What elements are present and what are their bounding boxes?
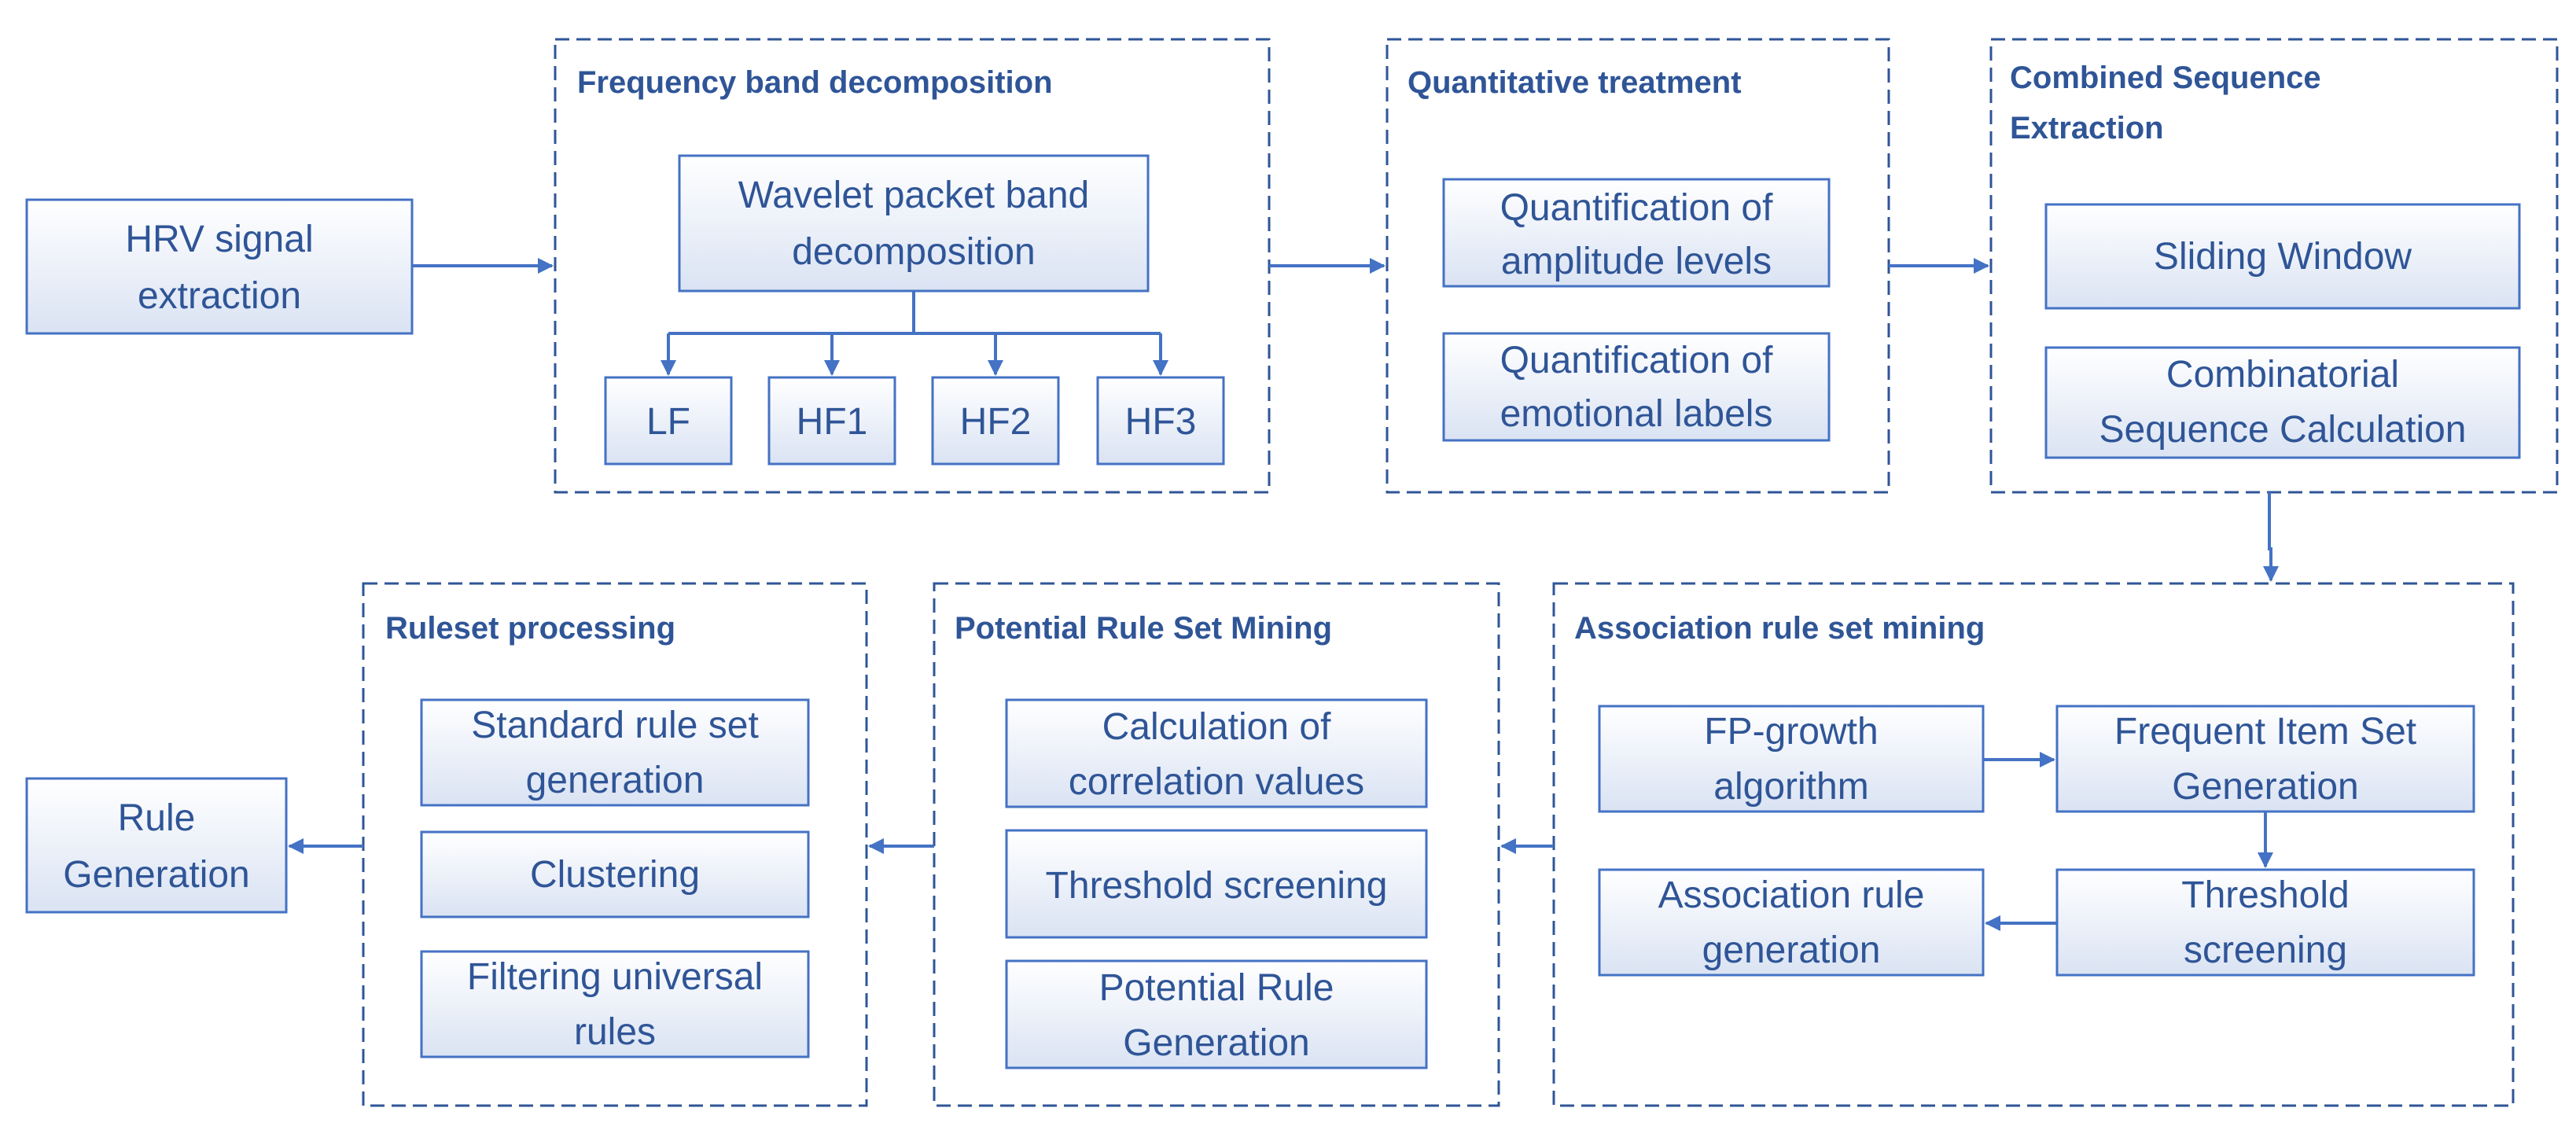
amplitude-node: Quantification of amplitude levels — [1442, 178, 1831, 288]
node-line: Quantification of — [1500, 340, 1774, 381]
hf2-node: HF2 — [931, 376, 1060, 466]
node-line: Threshold screening — [1046, 865, 1388, 907]
node-line: HF1 — [797, 401, 868, 443]
svg-text:HF1: HF1 — [797, 401, 868, 443]
node-line: Potential Rule — [1099, 967, 1334, 1009]
ruleset-group-title: Ruleset processing — [385, 611, 675, 646]
standard-rule-node: Standard rule set generation — [420, 698, 810, 807]
fp-growth-node: FP-growth algorithm — [1598, 705, 1985, 813]
node-line: Sliding Window — [2154, 236, 2412, 278]
node-line: Generation — [1123, 1022, 1310, 1064]
svg-text:Threshold screening: Threshold screening — [1046, 865, 1388, 907]
correlation-node: Calculation of correlation values — [1005, 698, 1428, 808]
hf1-node: HF1 — [767, 376, 896, 466]
node-line: Frequent Item Set — [2114, 711, 2416, 753]
node-line: LF — [646, 401, 690, 443]
node-line: Generation — [63, 854, 250, 896]
node-line: Combinatorial — [2166, 354, 2399, 396]
node-line: Threshold — [2181, 874, 2349, 916]
node-line: Calculation of — [1102, 706, 1332, 748]
association-rule-generation-node: Association rule generation — [1598, 868, 1985, 977]
node-line: HF3 — [1125, 401, 1197, 443]
node-line: Generation — [2172, 766, 2359, 808]
frequency-band-group-title: Frequency band decomposition — [577, 65, 1053, 100]
hf3-node: HF3 — [1096, 376, 1225, 466]
node-line: generation — [526, 760, 705, 801]
arrow-combined-to-association — [2263, 492, 2279, 582]
node-line: Association rule — [1658, 874, 1925, 916]
node-line: Filtering universal — [467, 956, 763, 998]
node-line: Quantification of — [1500, 187, 1774, 229]
combined-sequence-group — [1989, 38, 2559, 494]
svg-text:HF3: HF3 — [1125, 401, 1197, 443]
association-group — [1552, 582, 2515, 1107]
node-line: Standard rule set — [471, 705, 759, 746]
lf-node: LF — [604, 376, 733, 466]
emotional-node: Quantification of emotional labels — [1442, 332, 1831, 442]
node-line: Rule — [118, 797, 196, 839]
node-line: FP-growth — [1704, 711, 1878, 753]
clustering-node: Clustering — [420, 830, 810, 918]
node-line: extraction — [138, 275, 301, 317]
quantitative-group-title: Quantitative treatment — [1408, 65, 1742, 100]
svg-text:HF2: HF2 — [960, 401, 1032, 443]
association-group-title: Association rule set mining — [1574, 611, 1985, 646]
node-line: amplitude levels — [1501, 241, 1772, 282]
threshold-screening-potential-node: Threshold screening — [1005, 829, 1428, 939]
node-line: emotional labels — [1500, 393, 1773, 435]
filtering-node: Filtering universal rules — [420, 950, 810, 1058]
node-line: algorithm — [1713, 766, 1868, 808]
node-line: Clustering — [530, 854, 700, 896]
combined-sequence-group-title-line1: Combined Sequence — [2010, 61, 2321, 95]
svg-text:LF: LF — [646, 401, 690, 443]
svg-text:Sliding Window: Sliding Window — [2154, 236, 2412, 278]
node-line: Wavelet packet band — [738, 175, 1089, 216]
node-line: rules — [574, 1011, 656, 1053]
svg-text:Clustering: Clustering — [530, 854, 700, 896]
node-line: Sequence Calculation — [2099, 409, 2467, 451]
node-line: HF2 — [960, 401, 1032, 443]
sliding-window-node: Sliding Window — [2044, 203, 2521, 310]
node-line: decomposition — [792, 231, 1036, 273]
node-line: correlation values — [1069, 761, 1364, 803]
node-line: HRV signal — [125, 219, 313, 260]
hrv-signal-node: HRV signal extraction — [25, 198, 414, 335]
combined-sequence-group-title-line2: Extraction — [2010, 111, 2164, 145]
node-line: generation — [1702, 929, 1881, 971]
threshold-screening-association-node: Threshold screening — [2055, 868, 2475, 977]
potential-group-title: Potential Rule Set Mining — [955, 611, 1332, 646]
wavelet-node: Wavelet packet band decomposition — [678, 154, 1150, 293]
node-line: screening — [2184, 929, 2347, 971]
